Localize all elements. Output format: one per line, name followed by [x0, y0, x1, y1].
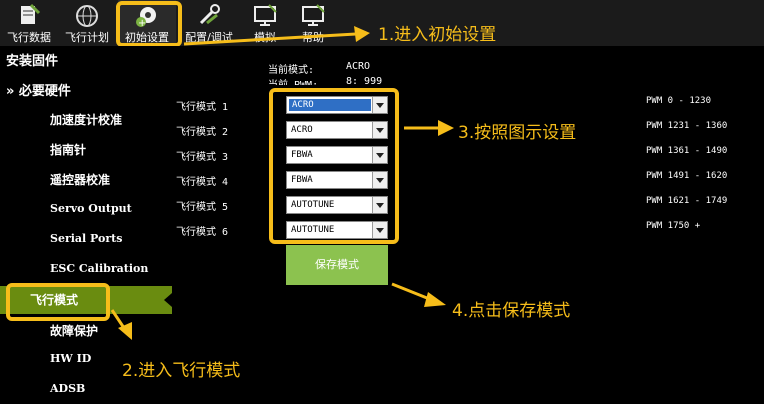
- toolbar-initial-setup[interactable]: + 初始设置: [118, 0, 176, 46]
- flight-mode-5-label: 飞行模式 5: [176, 202, 229, 213]
- chevron-down-icon[interactable]: [372, 147, 387, 163]
- sidebar-item-servo-output[interactable]: Servo Output: [50, 202, 132, 215]
- chevron-down-icon[interactable]: [372, 97, 387, 113]
- pwm-range-3: PWM 1361 - 1490: [646, 146, 728, 156]
- flight-mode-1-label: 飞行模式 1: [176, 102, 229, 113]
- pwm-range-2: PWM 1231 - 1360: [646, 121, 728, 131]
- pwm-range-6: PWM 1750 +: [646, 221, 701, 231]
- sidebar-item-serial-ports[interactable]: Serial Ports: [50, 232, 123, 245]
- flight-mode-5-select[interactable]: AUTOTUNE: [286, 196, 388, 214]
- annotation-step3: 3.按照图示设置: [458, 123, 577, 143]
- flight-mode-1-select[interactable]: ACRO: [286, 96, 388, 114]
- highlight-mode-selects: [269, 88, 399, 244]
- select-value: FBWA: [291, 175, 313, 185]
- sidebar-item-label: 飞行模式: [30, 293, 79, 307]
- current-pwm-label: 当前 PWM:: [268, 76, 318, 85]
- flight-mode-3-label: 飞行模式 3: [176, 152, 229, 163]
- flight-mode-4-label: 飞行模式 4: [176, 177, 229, 188]
- sidebar-item-hw-id[interactable]: HW ID: [50, 352, 92, 365]
- flight-data-icon: [21, 3, 41, 24]
- sidebar: 安装固件 » 必要硬件 加速度计校准 指南针 遥控器校准 Servo Outpu…: [0, 46, 172, 404]
- flight-mode-3-select[interactable]: FBWA: [286, 146, 388, 164]
- annotation-step1: 1.进入初始设置: [378, 25, 497, 45]
- config-tools-icon: [199, 4, 220, 25]
- toolbar-label: 飞行计划: [65, 31, 109, 44]
- simulation-monitor-icon: [254, 4, 277, 26]
- setup-gear-icon: +: [136, 7, 156, 29]
- sidebar-item-adsb[interactable]: ADSB: [50, 382, 86, 395]
- sidebar-item-compass[interactable]: 指南针: [50, 143, 87, 157]
- sidebar-section-mandatory-hardware[interactable]: » 必要硬件: [6, 84, 71, 99]
- annotation-step4: 4.点击保存模式: [452, 301, 571, 321]
- current-pwm-value: 8: 999: [346, 76, 383, 85]
- flight-mode-2-label: 飞行模式 2: [176, 127, 229, 138]
- select-value: AUTOTUNE: [291, 200, 335, 210]
- svg-text:+: +: [138, 18, 146, 29]
- save-modes-button[interactable]: 保存模式: [286, 245, 388, 285]
- sidebar-title-install-firmware[interactable]: 安装固件: [6, 54, 59, 69]
- sidebar-item-flight-modes[interactable]: 飞行模式: [0, 286, 172, 314]
- flight-plan-icon: [76, 5, 98, 27]
- annotation-step2: 2.进入飞行模式: [122, 361, 241, 381]
- toolbar-label: 初始设置: [125, 31, 169, 44]
- chevron-down-icon[interactable]: [372, 172, 387, 188]
- flight-mode-6-select[interactable]: AUTOTUNE: [286, 221, 388, 239]
- help-monitor-icon: [302, 4, 325, 26]
- flight-mode-2-select[interactable]: ACRO: [286, 121, 388, 139]
- toolbar-label: 飞行数据: [7, 31, 51, 44]
- sidebar-item-esc-calibration[interactable]: ESC Calibration: [50, 262, 149, 275]
- pwm-range-4: PWM 1491 - 1620: [646, 171, 728, 181]
- flight-mode-6-label: 飞行模式 6: [176, 227, 229, 238]
- highlight-initial-setup: [116, 1, 182, 47]
- active-caret: [164, 293, 172, 307]
- toolbar-flight-plan[interactable]: 飞行计划: [58, 0, 116, 46]
- flight-mode-4-select[interactable]: FBWA: [286, 171, 388, 189]
- select-value: AUTOTUNE: [291, 225, 335, 235]
- select-value: ACRO: [289, 99, 371, 111]
- current-mode-label: 当前模式:: [268, 65, 315, 76]
- pwm-range-5: PWM 1621 - 1749: [646, 196, 728, 206]
- toolbar-flight-data[interactable]: 飞行数据: [0, 0, 58, 46]
- chevron-down-icon[interactable]: [372, 222, 387, 238]
- highlight-flight-modes: [6, 283, 110, 321]
- top-toolbar: 飞行数据 飞行计划 + 初始设置 配置/调试 模拟 帮助: [0, 0, 764, 46]
- chevron-down-icon[interactable]: [372, 197, 387, 213]
- select-value: FBWA: [291, 150, 313, 160]
- sidebar-item-radio-calibration[interactable]: 遥控器校准: [50, 173, 111, 187]
- select-value: ACRO: [291, 125, 313, 135]
- pwm-range-1: PWM 0 - 1230: [646, 96, 712, 106]
- current-mode-value: ACRO: [346, 61, 371, 72]
- chevron-down-icon[interactable]: [372, 122, 387, 138]
- sidebar-item-failsafe[interactable]: 故障保护: [50, 324, 99, 338]
- sidebar-item-accel-calibration[interactable]: 加速度计校准: [50, 113, 123, 127]
